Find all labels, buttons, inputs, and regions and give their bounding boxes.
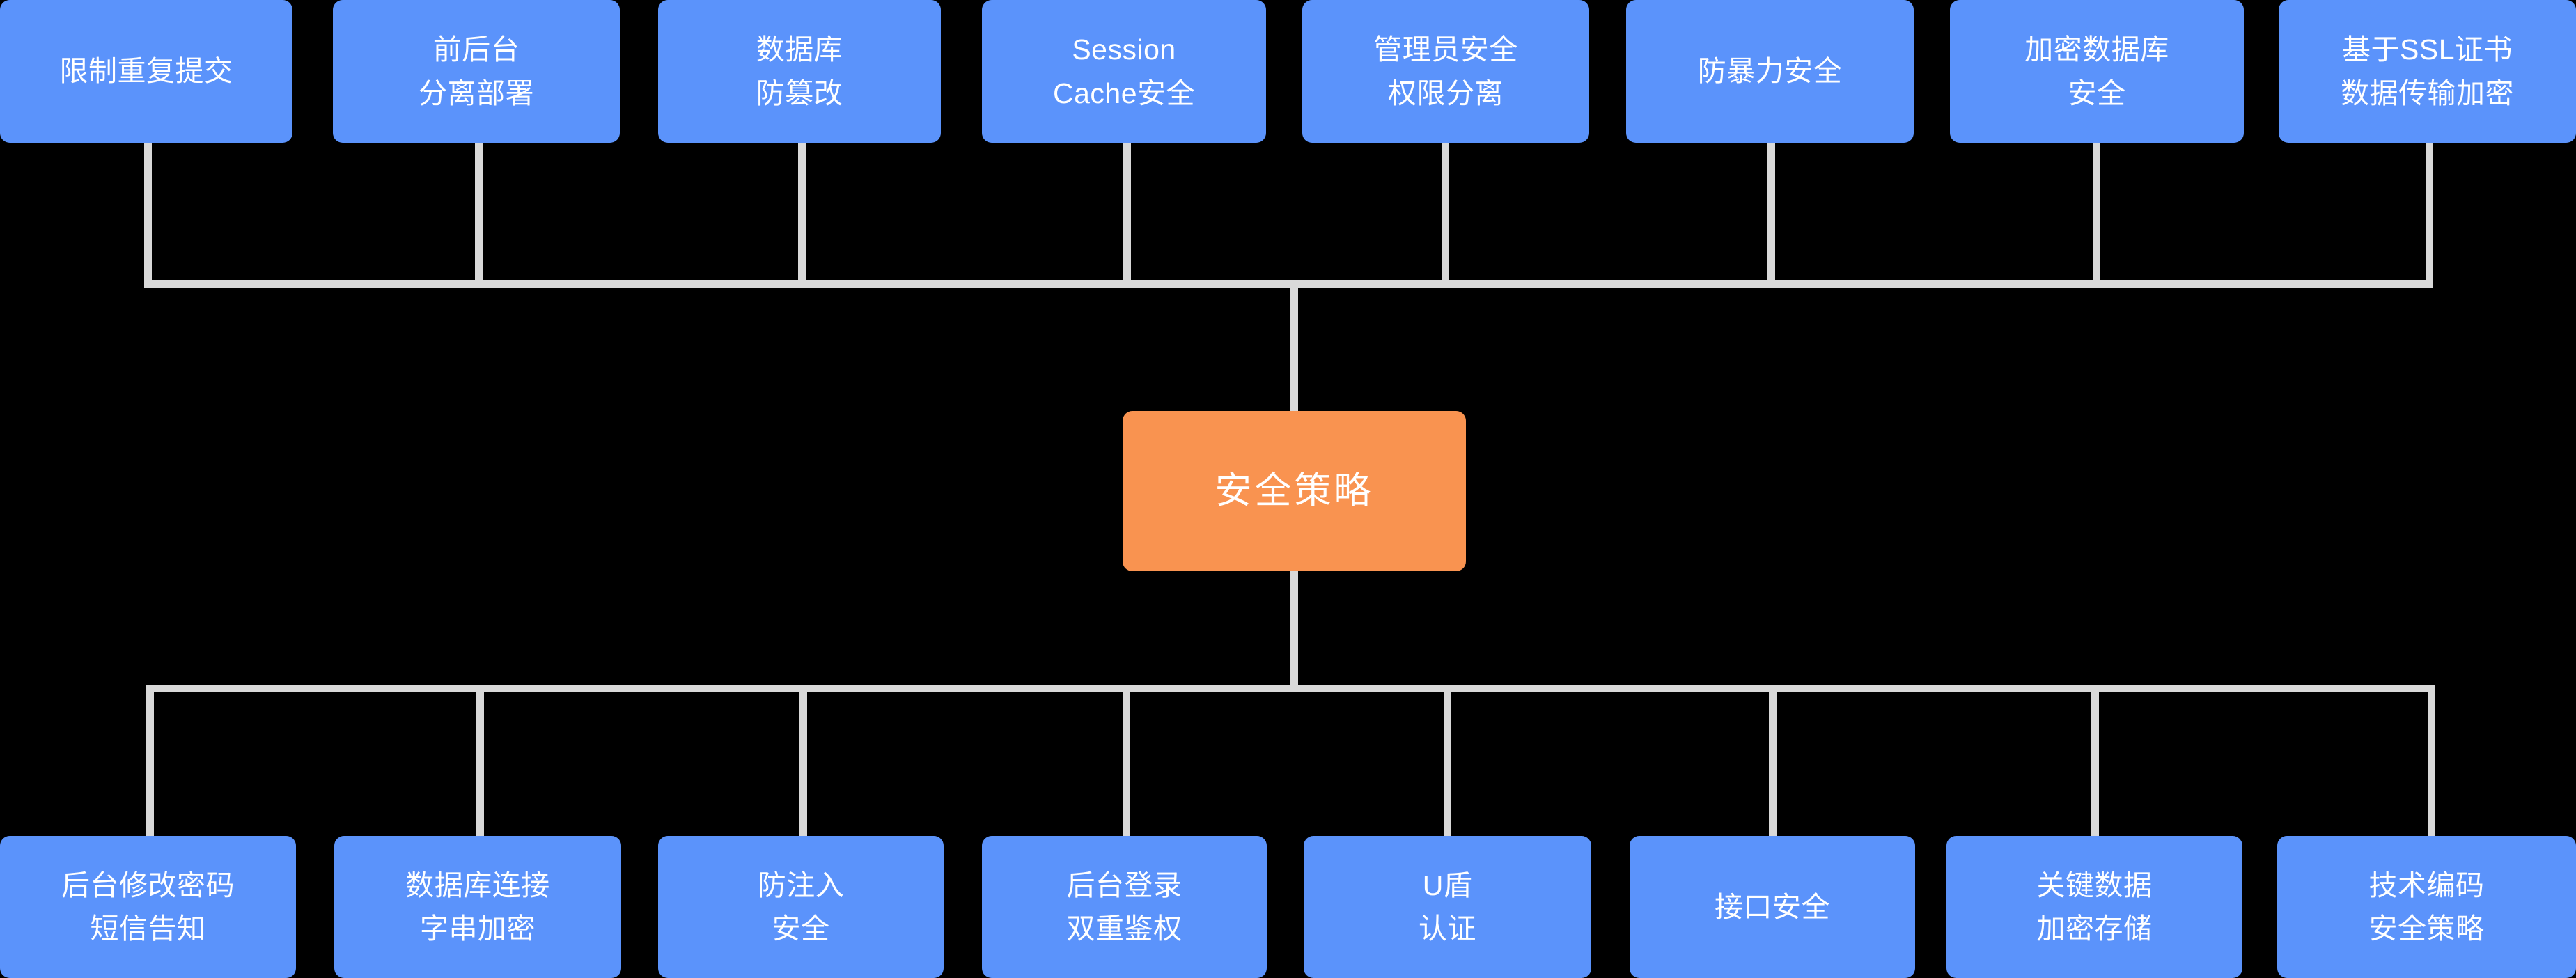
bottom-node-1-label-line-1: 后台修改密码 [61, 869, 235, 901]
top-node-6[interactable]: 防暴力安全 [1626, 0, 1914, 143]
top-stem-1 [144, 143, 152, 288]
top-node-8-label-line-2: 数据传输加密 [2341, 77, 2514, 109]
bottom-node-7-label-line-2: 加密存储 [2036, 913, 2153, 945]
bottom-stem-2 [476, 685, 484, 836]
bottom-stem-1 [146, 685, 154, 836]
top-stem-5 [1442, 143, 1449, 288]
bottom-node-6[interactable]: 接口安全 [1630, 836, 1915, 978]
bottom-node-5-label-line-1: U盾 [1422, 869, 1473, 901]
bottom-stem-7 [2091, 685, 2099, 836]
bottom-node-8[interactable]: 技术编码安全策略 [2277, 836, 2576, 978]
top-node-2-label-line-2: 分离部署 [419, 77, 534, 109]
bottom-node-2-label-line-2: 字串加密 [420, 913, 536, 945]
top-node-7[interactable]: 加密数据库安全 [1950, 0, 2244, 143]
top-node-3-label-line-2: 防篡改 [756, 77, 843, 109]
bottom-stem-5 [1444, 685, 1451, 836]
bottom-node-2[interactable]: 数据库连接字串加密 [334, 836, 621, 978]
top-stem-4 [1123, 143, 1131, 288]
bottom-node-3[interactable]: 防注入安全 [658, 836, 944, 978]
top-bus-line [144, 280, 2433, 288]
bottom-stem-8 [2428, 685, 2435, 836]
top-stem-8 [2426, 143, 2433, 288]
top-node-2[interactable]: 前后台分离部署 [333, 0, 620, 143]
top-node-4-label-line-1: Session [1072, 33, 1176, 66]
root-node-security-policy[interactable]: 安全策略 [1123, 411, 1466, 571]
top-stem-3 [798, 143, 806, 288]
bottom-node-1-label-line-2: 短信告知 [90, 913, 206, 945]
top-stem-7 [2093, 143, 2100, 288]
bottom-bus-line [146, 685, 2433, 692]
top-node-1[interactable]: 限制重复提交 [0, 0, 292, 143]
top-stem-2 [475, 143, 483, 288]
root-node-label: 安全策略 [1215, 469, 1374, 511]
top-node-6-label-line-1: 防暴力安全 [1697, 55, 1843, 88]
top-node-7-label-line-1: 加密数据库 [2024, 33, 2169, 66]
bottom-node-3-label-line-2: 安全 [772, 913, 830, 945]
top-stem-6 [1767, 143, 1775, 288]
root-stem-lower [1290, 571, 1298, 692]
top-node-2-label-line-1: 前后台 [432, 33, 520, 66]
bottom-node-8-label-line-2: 安全策略 [2368, 913, 2485, 945]
bottom-node-7-label-line-1: 关键数据 [2036, 869, 2153, 901]
bottom-node-5[interactable]: U盾认证 [1304, 836, 1591, 978]
top-node-3[interactable]: 数据库防篡改 [658, 0, 941, 143]
bottom-node-8-label-line-1: 技术编码 [2368, 869, 2485, 901]
bottom-stem-4 [1123, 685, 1130, 836]
top-node-3-label-line-1: 数据库 [756, 33, 843, 66]
bottom-stem-3 [799, 685, 807, 836]
bottom-stem-6 [1769, 685, 1777, 836]
top-node-4-label-line-2: Cache安全 [1052, 77, 1195, 109]
bottom-node-6-label-line-1: 接口安全 [1715, 890, 1830, 923]
bottom-node-1[interactable]: 后台修改密码短信告知 [0, 836, 296, 978]
top-node-8-label-line-1: 基于SSL证书 [2342, 33, 2513, 66]
top-node-8[interactable]: 基于SSL证书数据传输加密 [2279, 0, 2576, 143]
top-node-5-label-line-1: 管理员安全 [1373, 33, 1518, 66]
bottom-node-3-label-line-1: 防注入 [757, 869, 845, 901]
bottom-node-5-label-line-2: 认证 [1419, 913, 1476, 945]
bottom-node-4-label-line-1: 后台登录 [1066, 869, 1182, 901]
bottom-node-4-label-line-2: 双重鉴权 [1066, 913, 1182, 945]
top-node-5-label-line-2: 权限分离 [1388, 77, 1504, 109]
bottom-node-7[interactable]: 关键数据加密存储 [1946, 836, 2242, 978]
top-node-5[interactable]: 管理员安全权限分离 [1302, 0, 1589, 143]
top-node-7-label-line-2: 安全 [2068, 77, 2126, 109]
bottom-node-2-label-line-1: 数据库连接 [405, 869, 550, 901]
root-stem-upper [1290, 280, 1298, 411]
bottom-node-4[interactable]: 后台登录双重鉴权 [982, 836, 1267, 978]
top-node-1-label-line-1: 限制重复提交 [59, 55, 233, 88]
